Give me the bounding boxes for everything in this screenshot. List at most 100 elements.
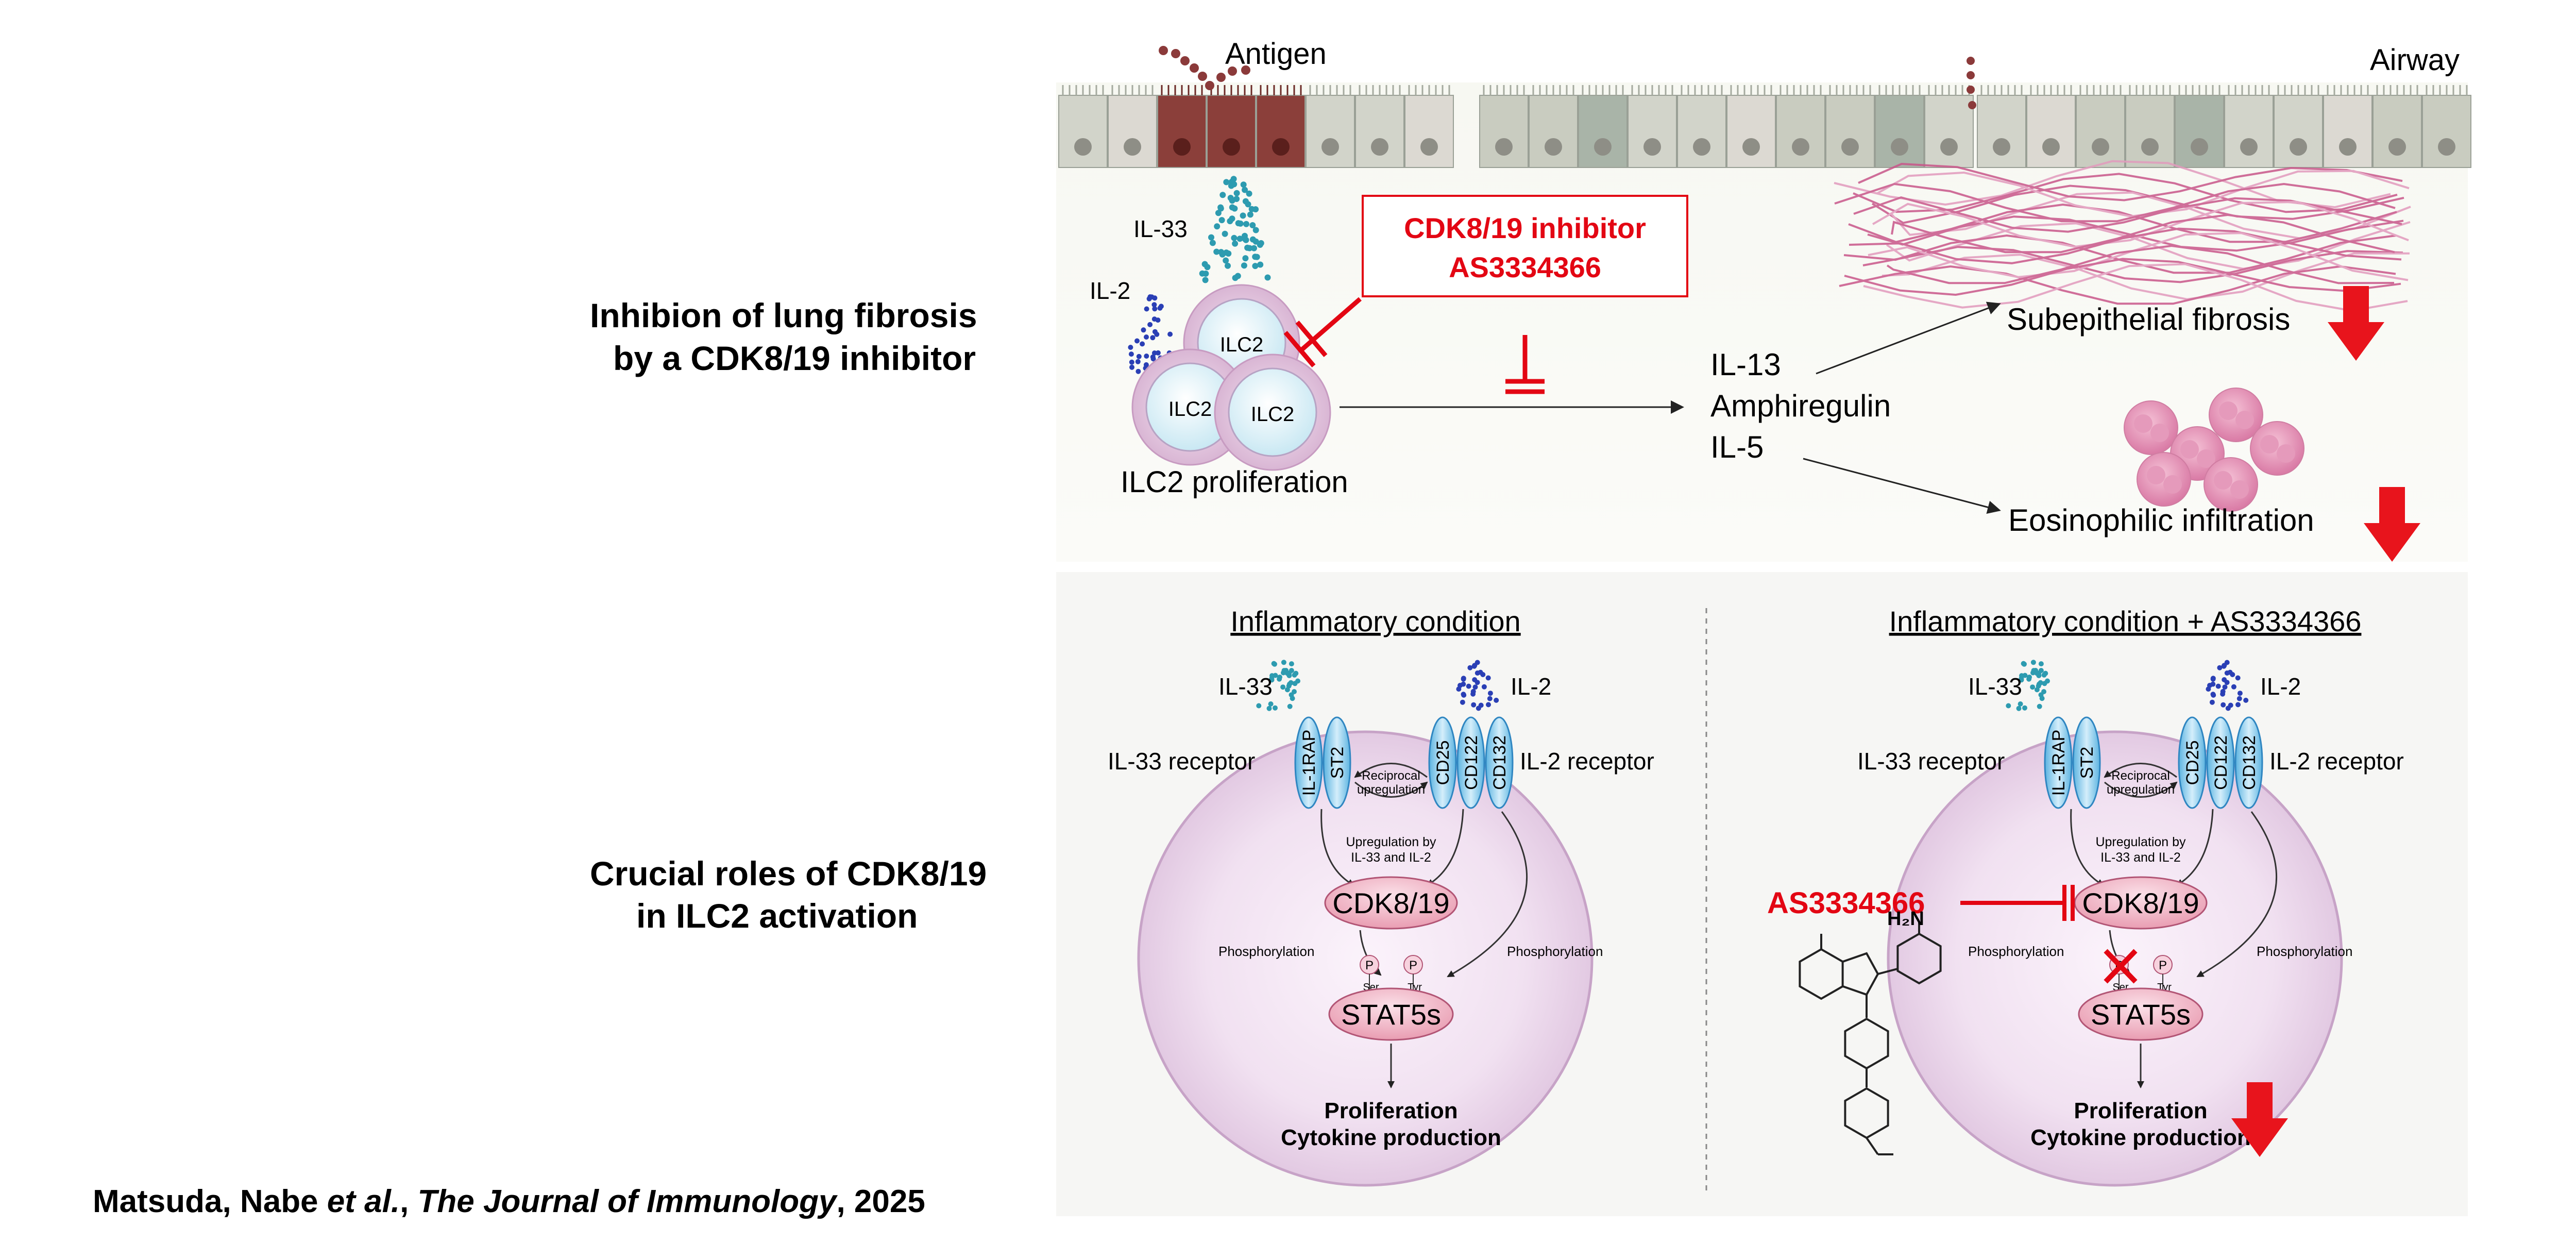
eosinophil-lobe (2150, 424, 2169, 442)
il33-dot (1229, 204, 1235, 211)
il2-dot (1141, 327, 1146, 333)
collagen-fiber (1877, 170, 2410, 217)
collagen-fiber (1871, 184, 2404, 224)
il33-dot (1256, 703, 1262, 709)
il33-dot (1246, 190, 1252, 197)
eosinophil-lobe (2134, 414, 2153, 433)
epithelial-cell (2372, 95, 2422, 168)
il2-to-cdk-arrow (1426, 809, 1464, 886)
il33-dot (2038, 668, 2044, 674)
il33-dot (2034, 687, 2040, 693)
epithelial-nucleus (1940, 138, 1958, 156)
collagen-fiber (1863, 263, 2408, 312)
il33-dot (2039, 696, 2045, 701)
tyr-phosphorylation-arrow (2196, 811, 2278, 978)
stat-node (1328, 987, 1454, 1041)
il33-dot (1236, 236, 1243, 242)
il33-dot (1213, 248, 1220, 255)
receptor-cd132-label: CD132 (2240, 735, 2259, 790)
citation-journal: The Journal of Immunology (418, 1184, 838, 1219)
inhibition-symbol-pathway (1505, 335, 1545, 394)
phosphorylation-left-label: Phosphorylation (1218, 944, 1314, 959)
ilc2-cluster: ILC2 ILC2 ILC2 (1131, 284, 1331, 471)
cytokine-il13: IL-13 (1710, 347, 1781, 382)
receptor-cd122-label: CD122 (1462, 735, 1481, 790)
il2-dot (1461, 676, 1466, 682)
il33-dot (1229, 197, 1235, 204)
receptor-il1rap-label: IL-1RAP (1299, 730, 1319, 796)
il2-dot (2209, 699, 2215, 705)
epithelial-cell (1924, 95, 1974, 168)
il33-dot (1240, 212, 1246, 219)
il33-to-cdk-arrow (1320, 809, 1355, 886)
epithelial-nucleus (1792, 138, 1809, 156)
epithelial-cell (1479, 95, 1529, 168)
il33-dot (1269, 673, 1275, 679)
il2-receptor-label: IL-2 receptor (1520, 748, 1654, 775)
il33-dot (1243, 221, 1249, 227)
il33-dot (1264, 274, 1271, 281)
il2-dot (1475, 680, 1480, 685)
il33-dot (1266, 706, 1272, 711)
il33-dot (1277, 676, 1282, 682)
nh2-label: H₂N (1887, 908, 1924, 930)
il33-dot (1257, 261, 1264, 268)
il2-label: IL-2 (1090, 277, 1130, 304)
inhibitor-box-line2: AS3334366 (1449, 251, 1601, 283)
il2-dot (2222, 684, 2228, 690)
il2-dot (1129, 364, 1134, 370)
compound-bond (1877, 968, 1898, 975)
receptor-cd122-label: CD122 (2211, 735, 2231, 790)
epithelial-nucleus (2388, 138, 2406, 156)
il33-dot (1229, 215, 1235, 222)
il2-cytokine-dots (1456, 660, 1499, 711)
phosphate-label: P (2159, 959, 2167, 972)
stat-node (2078, 987, 2204, 1041)
epithelial-cell (1108, 95, 1157, 168)
il33-dot (1214, 223, 1221, 230)
receptor-cd25 (2178, 716, 2207, 809)
receptor-cd25-label: CD25 (2183, 741, 2202, 785)
il2-cytokine-dots (2206, 660, 2249, 711)
ilc2-title-line1: Crucial roles of CDK8/19 (590, 854, 987, 893)
epithelial-nucleus (2438, 138, 2455, 156)
epithelial-nucleus (2240, 138, 2258, 156)
il2-dot (1481, 684, 1487, 690)
il2-dot (2224, 680, 2230, 685)
receptor-cd25 (1428, 716, 1457, 809)
epithelial-cell (1825, 95, 1875, 168)
il33-dot (2006, 703, 2011, 709)
reciprocal-arrow-return (1354, 763, 1428, 778)
il2-dot (1461, 692, 1467, 698)
il33-dot (2038, 661, 2044, 667)
il2-dot (1470, 688, 1476, 694)
epithelial-cell (2224, 95, 2274, 168)
il33-label: IL-33 (1218, 673, 1273, 700)
receptor-il1rap-label: IL-1RAP (2049, 730, 2069, 796)
il2-dot (1152, 306, 1158, 312)
il33-dot (1232, 240, 1239, 247)
il33-cytokine-dots (2006, 660, 2050, 711)
il2-dot (1136, 354, 1142, 359)
receptor-cd122 (1456, 716, 1485, 809)
upregulation-label-line2: IL-33 and IL-2 (2100, 850, 2181, 865)
il2-dot (1487, 691, 1493, 696)
upregulation-label-line2: IL-33 and IL-2 (1351, 850, 1431, 865)
il33-dot (1289, 668, 1294, 674)
il33-dot (1284, 670, 1290, 676)
phosphorylation-right-label: Phosphorylation (2257, 944, 2352, 959)
il2-dot (2236, 696, 2242, 701)
cytokine-il5: IL-5 (1710, 430, 1764, 464)
epithelial-cell (1355, 95, 1404, 168)
il2-dot (1466, 683, 1471, 689)
epithelial-nucleus (1124, 138, 1141, 156)
citation-authors: Matsuda, Nabe (93, 1184, 327, 1219)
il2-dot (1136, 368, 1141, 374)
reciprocal-label-line1: Reciprocal (2111, 769, 2170, 783)
condition-heading: Inflammatory condition + AS3334366 (1889, 605, 2362, 637)
il33-dot (1251, 245, 1257, 251)
il33-dot (2019, 673, 2024, 679)
ilc2-title-line2: in ILC2 activation (636, 897, 918, 935)
